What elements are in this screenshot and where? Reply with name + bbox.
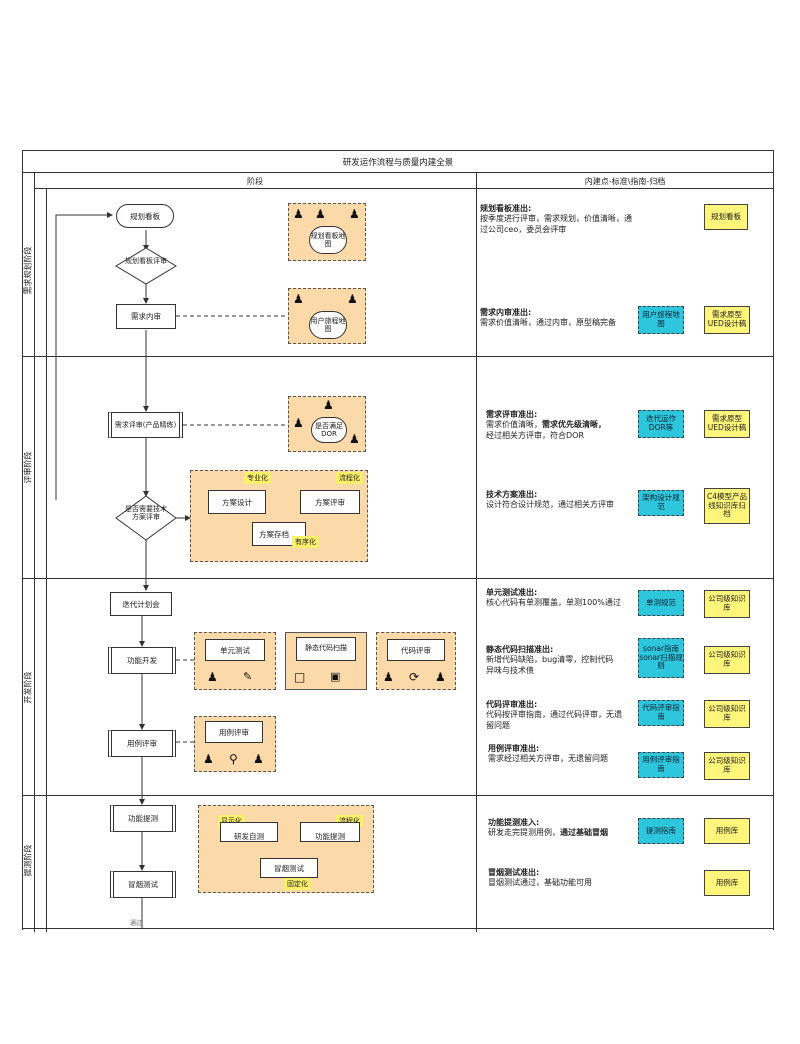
criteria-code-review: 代码评审准出: 代码按评审指南，通过代码评审，无遗留问题 [486, 700, 622, 730]
note-processization: 流程化 [336, 472, 363, 484]
lane-label-column-divider [34, 172, 35, 932]
stage-header: 阶段 [247, 177, 263, 186]
static-scan-box: 静态代码扫描 [296, 637, 356, 661]
node-feature-submit-test: 功能提测 [110, 805, 176, 832]
doc-prototype-ued-2: 需求原型UED设计稿 [704, 410, 750, 438]
developer-icon: ♟ [293, 416, 304, 430]
doc-prototype-ued-1: 需求原型UED设计稿 [704, 306, 750, 334]
node-smoke-test: 冒烟测试 [110, 871, 176, 898]
guide-case-review: 用例评审指南 [638, 752, 684, 778]
guide-code-review: 代码评审指南 [638, 700, 684, 726]
guide-unit-test: 单测规范 [638, 590, 684, 616]
guide-iteration-dor: 迭代运作DOR等 [638, 410, 684, 438]
developer-icon: ♟ [315, 207, 326, 221]
criteria-requirement-review: 需求评审准出: 需求价值清晰，需求优先级清晰， 经过相关方评审，符合DOR [486, 410, 606, 440]
lane-divider-3 [22, 795, 774, 796]
node-tech-review-decision: 是否需要技术方案评审 [125, 505, 167, 522]
person-search-icon: ♟ [293, 207, 304, 221]
persons-icon: ♟ [203, 752, 214, 766]
solution-review-box: 方案评审 [300, 490, 360, 514]
doc-knowledge-base-4: 公司级知识库 [704, 752, 750, 780]
user-journey-cloud: 用户旅程地图 [309, 311, 347, 339]
person-search-icon: ♟ [349, 432, 360, 446]
node-passed-label: 通过 [130, 920, 143, 927]
code-review-box: 代码评审 [387, 639, 445, 661]
lane-divider-1 [22, 356, 774, 357]
doc-knowledge-base-1: 公司级知识库 [704, 590, 750, 618]
person-icon: ♟ [347, 292, 358, 306]
person-icon: ♟ [253, 752, 264, 766]
code-icon: ✎ [243, 670, 253, 683]
monitor-icon: □ [294, 670, 306, 684]
smoke-test-box: 冒烟测试 [260, 858, 318, 878]
planning-map-cloud: 规划看板地图 [309, 226, 347, 254]
doc-planning-board: 规划看板 [704, 204, 748, 230]
stage-column-divider [476, 172, 477, 932]
cycle-icon: ⟳ [409, 670, 420, 684]
group-planning-map: ♟ ♟ ♟ 规划看板地图 [288, 203, 366, 261]
search-icon: ⚲ [229, 752, 238, 766]
doc-c4-model: C4模型产品线知识库归档 [704, 488, 750, 524]
header-divider [34, 188, 774, 189]
title-divider [22, 172, 774, 173]
doc-knowledge-base-2: 公司级知识库 [704, 646, 750, 674]
criteria-internal-review: 需求内审准出: 需求价值清晰，通过内审，原型稿完备 [480, 308, 616, 328]
node-test-case-review: 用例评审 [108, 730, 176, 757]
group-tech-solution [190, 470, 368, 562]
group-unit-test: 单元测试 ♟ ✎ [194, 632, 276, 690]
node-requirement-review: 需求评审(产品精练) [108, 412, 183, 438]
person-icon: ♟ [435, 670, 446, 684]
person-icon: ♟ [383, 670, 394, 684]
guide-architecture: 架构设计规范 [638, 490, 684, 516]
criteria-case-review: 用例评审准出: 需求经过相关方评审，无遗留问题 [488, 744, 608, 764]
criteria-planning: 规划看板准出: 按季度进行评审，需求规划，价值清晰，通过公司ceo，委员会评审 [480, 204, 632, 234]
node-planning-review: 规划看板评审 [125, 257, 167, 265]
guide-user-journey: 用户旅程地图 [638, 306, 684, 334]
developer-icon: ♟ [207, 670, 218, 684]
self-test-box: 研发自测 [220, 822, 278, 842]
note-fixation: 固定化 [284, 878, 311, 890]
criteria-static-scan: 静态代码扫描准出: 新增代码缺陷，bug清零，控制代码异味与技术债 [486, 645, 614, 675]
solution-design-box: 方案设计 [208, 490, 266, 514]
group-code-review: 代码评审 ♟ ⟳ ♟ [376, 632, 456, 690]
submit-test-box: 功能提测 [300, 822, 360, 842]
lane-divider-2 [22, 578, 774, 579]
criteria-unit-test: 单元测试准出: 核心代码有单测覆盖，单测100%通过 [486, 588, 621, 608]
quality-header: 内建点-标准\指南-归档 [584, 177, 666, 186]
node-planning-board: 规划看板 [116, 204, 174, 228]
group-user-journey-map: ♟ ♟ 用户旅程地图 [288, 288, 366, 344]
node-feature-development: 功能开发 [108, 647, 176, 674]
note-professionalization: 专业化 [244, 472, 271, 484]
group-case-review: 用例评审 ♟ ⚲ ♟ [194, 716, 276, 772]
criteria-tech-solution: 技术方案准出: 设计符合设计规范，通过相关方评审 [486, 490, 614, 510]
diagram-frame [22, 150, 774, 930]
person-icon: ♟ [323, 398, 334, 412]
case-review-box: 用例评审 [205, 721, 263, 743]
doc-case-library-2: 用例库 [704, 870, 750, 896]
diagram-title: 研发运作流程与质量内建全景 [342, 158, 454, 168]
dor-cloud: 是否满足DOR [311, 417, 347, 443]
group-static-scan: 静态代码扫描 □ ▣ [285, 632, 367, 690]
doc-case-library-1: 用例库 [704, 818, 750, 844]
group-dor-check: ♟ ♟ ♟ 是否满足DOR [288, 396, 366, 452]
doc-knowledge-base-3: 公司级知识库 [704, 700, 750, 728]
unit-test-box: 单元测试 [205, 639, 265, 661]
guide-submit-test: 提测指南 [638, 818, 684, 844]
guide-sonar: sonar指南sonar扫描规则 [638, 638, 684, 678]
criteria-submit-test: 功能提测准入: 研发走完提测用例，通过基础冒烟 [488, 818, 608, 838]
node-iteration-planning: 迭代计划会 [110, 592, 172, 616]
bottom-line [22, 928, 774, 929]
note-orderliness: 有序化 [292, 536, 319, 548]
left-margin-line [46, 188, 47, 932]
code-window-icon: ▣ [330, 670, 341, 683]
criteria-smoke-test: 冒烟测试准出: 冒烟测试通过，基础功能可用 [488, 868, 592, 888]
person-search-icon: ♟ [293, 292, 304, 306]
person-icon: ♟ [349, 207, 360, 221]
node-requirement-internal-review: 需求内审 [116, 304, 176, 329]
